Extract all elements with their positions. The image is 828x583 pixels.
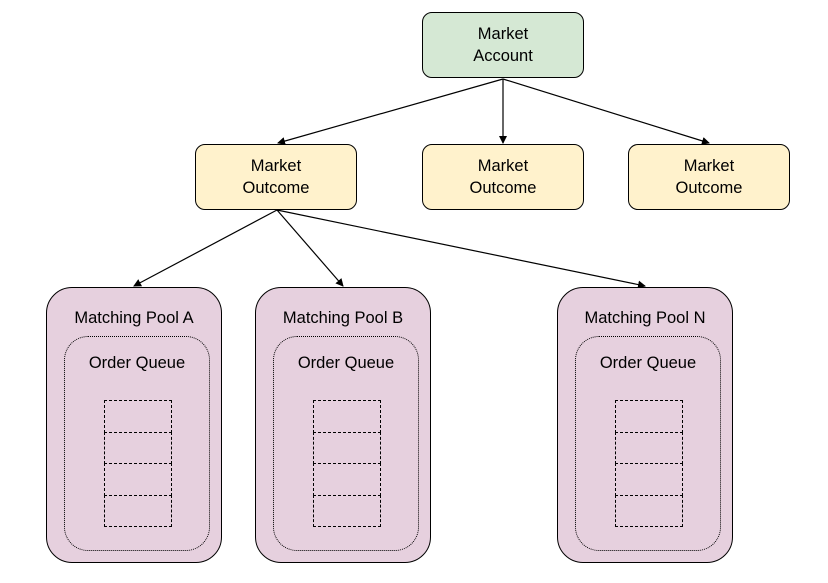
- queue-slot: [615, 431, 683, 464]
- outcome-label-line2: Outcome: [242, 179, 310, 197]
- market-account-node: Market Account: [422, 12, 584, 78]
- market-outcome-node-3: Market Outcome: [628, 144, 790, 210]
- outcome-label-line1: Market: [477, 157, 529, 175]
- order-queue: Order Queue: [64, 336, 210, 551]
- outcome-label-line1: Market: [683, 157, 735, 175]
- account-label-line2: Account: [473, 47, 533, 65]
- matching-pool-a: Matching Pool A Order Queue: [46, 287, 222, 563]
- order-queue: Order Queue: [575, 336, 721, 551]
- edge-outcome-to-pool-a: [133, 209, 278, 287]
- queue-slots: [104, 400, 172, 527]
- outcome-label-line2: Outcome: [469, 179, 537, 197]
- queue-slot: [313, 494, 381, 527]
- queue-slots: [313, 400, 381, 527]
- matching-pool-b: Matching Pool B Order Queue: [255, 287, 431, 563]
- queue-slot: [104, 463, 172, 496]
- pool-title: Matching Pool B: [282, 309, 404, 327]
- outcome-label-line2: Outcome: [675, 179, 743, 197]
- queue-slot: [104, 494, 172, 527]
- edge-account-to-outcome-1: [277, 78, 504, 145]
- outcome-label-line1: Market: [250, 157, 302, 175]
- queue-title: Order Queue: [297, 354, 395, 372]
- queue-slot: [615, 400, 683, 433]
- queue-title: Order Queue: [88, 354, 186, 372]
- pool-title: Matching Pool A: [74, 309, 194, 327]
- queue-slot: [313, 431, 381, 464]
- queue-slot: [615, 494, 683, 527]
- order-queue: Order Queue: [273, 336, 419, 551]
- queue-slots: [615, 400, 683, 527]
- queue-slot: [104, 400, 172, 433]
- queue-slot: [104, 431, 172, 464]
- queue-slot: [615, 463, 683, 496]
- matching-pool-n: Matching Pool N Order Queue: [557, 287, 733, 563]
- market-outcome-node-1: Market Outcome: [195, 144, 357, 210]
- queue-slot: [313, 400, 381, 433]
- edge-outcome-to-pool-n: [276, 209, 646, 289]
- queue-title: Order Queue: [599, 354, 697, 372]
- market-outcome-node-2: Market Outcome: [422, 144, 584, 210]
- pool-title: Matching Pool N: [584, 309, 706, 327]
- account-label-line1: Market: [477, 25, 529, 43]
- edge-outcome-to-pool-b: [276, 209, 344, 287]
- queue-slot: [313, 463, 381, 496]
- edge-account-to-outcome-3: [502, 78, 710, 145]
